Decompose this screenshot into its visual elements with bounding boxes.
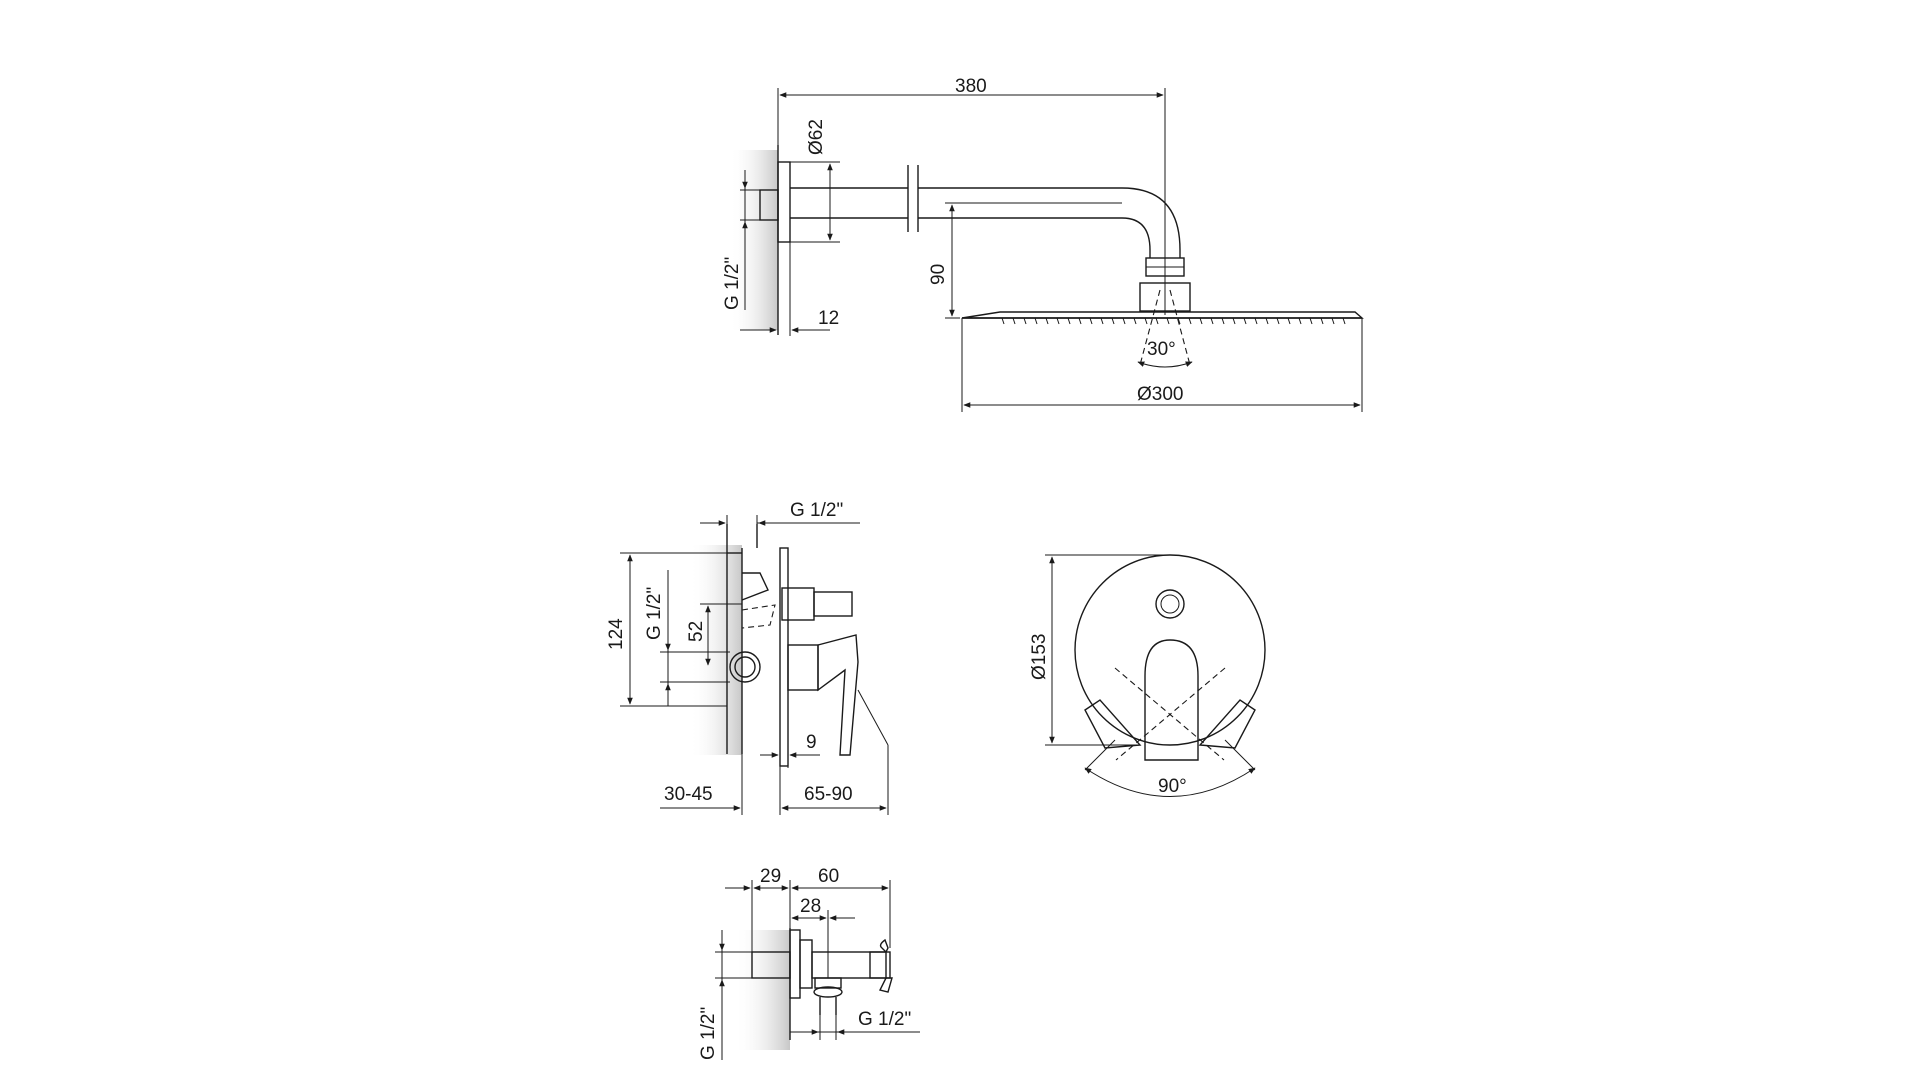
dimension-28-label: 28 (800, 896, 821, 917)
rotation-label: 90° (1158, 776, 1187, 797)
nozzle-tick (1298, 317, 1302, 325)
nozzle-tick (1034, 317, 1038, 325)
front-plate (1074, 554, 1266, 746)
nozzle-tick (1122, 317, 1126, 325)
projection-label: 65-90 (804, 784, 853, 805)
flange-dia-label: Ø62 (806, 119, 827, 155)
nozzle-tick (1243, 317, 1247, 325)
outlet-flange (789, 929, 801, 999)
nozzle-tick (1331, 317, 1335, 325)
nozzle-tick (1166, 317, 1170, 325)
nozzle-tick (1111, 317, 1115, 325)
nozzle-tick (1012, 317, 1016, 325)
nozzle-tick (1342, 317, 1346, 325)
nozzle-tick (1177, 317, 1181, 325)
arm-thread-label: G 1/2" (722, 257, 743, 310)
nozzle-tick (1144, 317, 1148, 325)
head-dia-label: Ø300 (1137, 384, 1183, 405)
dimension-29-label: 29 (760, 866, 781, 887)
arm-length-label: 380 (955, 76, 987, 97)
nozzle-tick (1254, 317, 1258, 325)
depth-label: 30-45 (664, 784, 713, 805)
outlet-thread-label: G 1/2" (858, 1009, 911, 1030)
nozzle-tick (1133, 317, 1137, 325)
nozzle-tick (1089, 317, 1093, 325)
nozzle-tick (1078, 317, 1082, 325)
wall-shade (730, 150, 778, 330)
nozzle-tick (1023, 317, 1027, 325)
side-thread-label: G 1/2" (644, 587, 665, 640)
nozzle-tick (1067, 317, 1071, 325)
nozzle-tick (1287, 317, 1291, 325)
nozzle-tick (1309, 317, 1313, 325)
drop-label: 90 (928, 264, 949, 285)
outlet-view: 29 60 28 G 1/2" G 1/2" (698, 866, 920, 1060)
nozzle-tick (1199, 317, 1203, 325)
dimension-60-label: 60 (818, 866, 839, 887)
plate-dia-label: Ø153 (1029, 634, 1050, 680)
wall-shade-mixer (690, 545, 742, 755)
cover-plate (779, 547, 789, 767)
nozzle-tick (1155, 317, 1159, 325)
nozzle-tick (1221, 317, 1225, 325)
nozzle-tick (1210, 317, 1214, 325)
mixer-front-view: Ø153 90° (1029, 554, 1266, 797)
plate-label: 9 (806, 732, 817, 753)
diverter-button (1155, 589, 1185, 619)
top-thread-label: G 1/2" (790, 500, 843, 521)
mixer-side-view: G 1/2" 124 G 1/2" 52 9 30-45 65-90 (606, 500, 889, 815)
nozzle-tick (1045, 317, 1049, 325)
nozzle-tick (1320, 317, 1324, 325)
nozzle-tick (1188, 317, 1192, 325)
nozzle-tick (1276, 317, 1280, 325)
inner-label: 52 (686, 621, 707, 642)
shower-head-nozzles (1001, 317, 1346, 325)
nozzle-tick (1100, 317, 1104, 325)
nozzle-tick (1232, 317, 1236, 325)
tilt-angle-label: 30° (1147, 339, 1176, 360)
wall-shade-outlet (735, 930, 790, 1050)
shower-arm-view: 30° 380 Ø62 G 1/2" 12 90 Ø300 (722, 76, 1364, 412)
height-label: 124 (606, 618, 627, 650)
shower-head (961, 311, 1364, 319)
outlet-thread-left-label: G 1/2" (698, 1007, 719, 1060)
nozzle-tick (1265, 317, 1269, 325)
nozzle-tick (1001, 317, 1005, 325)
nozzle-tick (1056, 317, 1060, 325)
flange-thickness-label: 12 (818, 308, 839, 329)
wall-flange (777, 161, 791, 243)
